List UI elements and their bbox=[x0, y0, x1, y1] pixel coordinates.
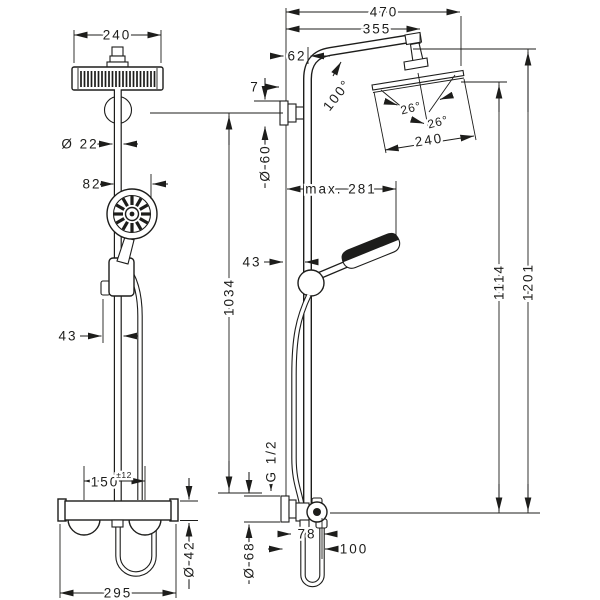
dim-label: 355 bbox=[363, 22, 392, 37]
side-handshower-head bbox=[341, 232, 401, 269]
dim-label: 100° bbox=[320, 76, 354, 114]
front-handshower bbox=[100, 188, 158, 297]
dim-label: 1034 bbox=[222, 278, 237, 316]
side-thermostat-valve bbox=[280, 495, 328, 530]
dim-label: max. 281 bbox=[305, 182, 377, 197]
dim-label: G 1/2 bbox=[264, 439, 279, 482]
dim-label: 62 bbox=[287, 49, 306, 64]
dim-side-escutcheon-diameter: Ø 68 bbox=[239, 472, 280, 584]
dim-label: 78 bbox=[297, 527, 316, 542]
dim-side-bracket-diameter: Ø 60 bbox=[254, 78, 281, 188]
dim-front-head-width: 240 bbox=[73, 25, 162, 63]
dim-front-valve-diameter: Ø 42 bbox=[179, 478, 199, 589]
side-wall-bracket bbox=[279, 100, 305, 126]
dim-side-height-to-head: 1114 bbox=[461, 81, 509, 513]
dim-label: 240 bbox=[414, 130, 445, 149]
side-shower-pipe-arm bbox=[303, 33, 415, 505]
dim-label: 240 bbox=[103, 28, 132, 43]
dim-side-holder-offset: 43 bbox=[240, 252, 319, 272]
dim-label: 7 bbox=[250, 80, 260, 95]
dim-front-valve-centers: 150 ±12 bbox=[83, 466, 146, 500]
dim-side-total-height: 1201 bbox=[413, 48, 538, 513]
dim-spray-angle-left: 26° bbox=[399, 99, 423, 118]
dim-side-valve-depth-front: 78 bbox=[277, 518, 338, 559]
dim-label: 295 bbox=[104, 586, 133, 600]
dim-label: 43 bbox=[58, 329, 77, 344]
dim-front-valve-width: 295 bbox=[59, 524, 177, 600]
dim-label: 100 bbox=[340, 542, 369, 557]
dim-spray-angle-right: 26° bbox=[426, 113, 450, 132]
side-head-joint bbox=[403, 31, 429, 71]
front-thermostat-valve bbox=[57, 498, 179, 536]
dim-side-head-length: 240 bbox=[373, 78, 477, 154]
dim-front-slider-width: 43 bbox=[56, 299, 138, 346]
dim-label: 43 bbox=[242, 255, 261, 270]
side-holder-joint bbox=[297, 269, 325, 297]
dim-label: 470 bbox=[370, 5, 399, 20]
front-handshower-nozzles bbox=[114, 196, 150, 232]
dim-side-total-depth: 470 bbox=[286, 2, 462, 66]
side-view: 26° 26° 240 100° 470 355 bbox=[150, 2, 540, 588]
dim-side-connection-thread: G 1/2 bbox=[261, 437, 281, 491]
dim-label: Ø 42 bbox=[182, 540, 197, 577]
dim-side-pipe-offset: 62 bbox=[269, 46, 330, 66]
dim-label: Ø 68 bbox=[242, 541, 257, 578]
front-valve-outlet bbox=[111, 519, 124, 528]
dim-side-valve-depth-total: 100 bbox=[268, 539, 369, 559]
dim-front-handshower-offset: 82 bbox=[80, 174, 168, 199]
dim-label: 150 bbox=[91, 475, 120, 490]
side-handshower bbox=[297, 232, 401, 297]
front-slider-holder bbox=[108, 257, 135, 297]
dim-label: 1201 bbox=[521, 263, 536, 301]
dim-side-arm-depth: 355 bbox=[286, 19, 421, 44]
dim-label: 82 bbox=[82, 177, 101, 192]
side-overhead-shower bbox=[371, 69, 465, 93]
side-shower-hose bbox=[291, 293, 325, 588]
dim-side-arm-angle: 100° bbox=[318, 61, 356, 116]
dim-side-max-reach: max. 281 bbox=[287, 179, 397, 249]
dim-side-rail-height: 1034 bbox=[150, 112, 283, 494]
dim-label: 1114 bbox=[492, 264, 507, 300]
dim-label: Ø 22 bbox=[61, 137, 98, 152]
dim-front-pipe-diameter: Ø 22 bbox=[59, 134, 138, 154]
dim-label: Ø 60 bbox=[258, 144, 273, 181]
front-view: 240 Ø 22 82 43 150 ±12 bbox=[56, 25, 199, 600]
dim-tolerance: ±12 bbox=[116, 470, 132, 480]
